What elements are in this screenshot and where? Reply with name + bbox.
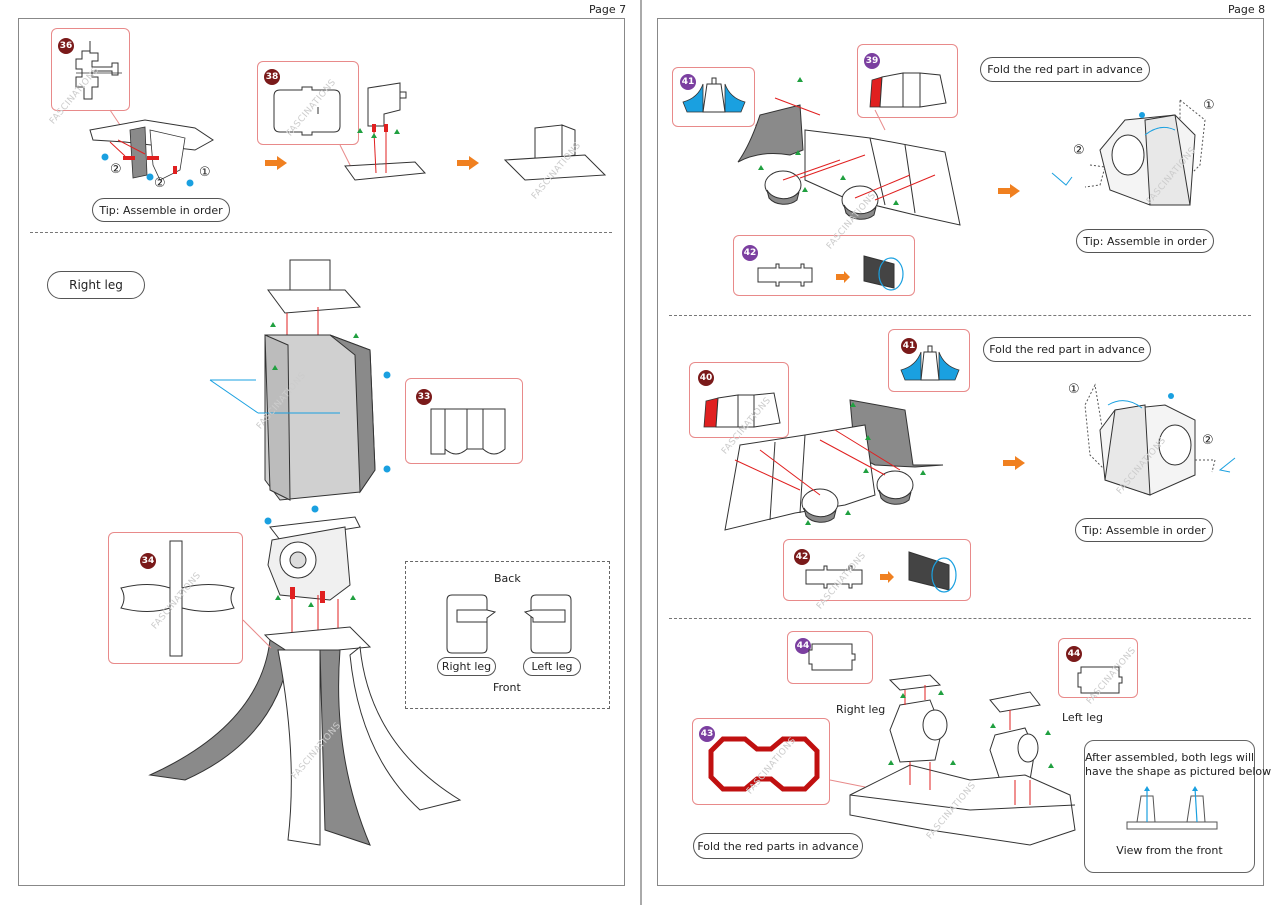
page-divider <box>640 0 642 905</box>
callout-34-pointer <box>242 619 272 649</box>
part-number-badge: 33 <box>416 389 432 405</box>
part-number-badge: 44 <box>795 638 811 654</box>
section-divider <box>669 315 1251 316</box>
part-44-diagram <box>1077 666 1123 694</box>
callout-part-38: 38 <box>257 61 359 145</box>
part-39-diagram <box>869 72 947 108</box>
order-mark: ① <box>1068 382 1080 397</box>
part-number-badge: 38 <box>264 69 280 85</box>
callout-part-44-left: 44 <box>1058 638 1138 698</box>
arrow-right-icon <box>265 156 287 170</box>
section1-assembly-diagram <box>737 77 961 226</box>
part-number-badge: 42 <box>794 549 810 565</box>
page-number-right: Page 8 <box>1228 3 1266 16</box>
order-mark: ② <box>1073 143 1085 158</box>
part-number-badge: 41 <box>680 74 696 90</box>
front-view-diagram <box>1126 786 1218 830</box>
section-title-right-leg: Right leg <box>47 271 145 299</box>
tip-assemble-in-order: Tip: Assemble in order <box>1076 229 1214 253</box>
right-leg-orientation-diagram <box>446 594 497 654</box>
tip-assemble-in-order: Tip: Assemble in order <box>92 198 230 222</box>
note-fold-red-parts: Fold the red parts in advance <box>693 833 863 859</box>
callout-part-42: 42 <box>783 539 971 601</box>
part-number-badge: 44 <box>1066 646 1082 662</box>
section-divider <box>30 232 612 233</box>
callout-part-41: 41 <box>888 329 970 392</box>
part-number-badge: 39 <box>864 53 880 69</box>
order-mark: ① <box>1203 98 1215 113</box>
part-41-diagram <box>682 77 746 113</box>
part-number-badge: 41 <box>901 338 917 354</box>
label-back: Back <box>494 572 521 585</box>
callout-part-43: 43 <box>692 718 830 805</box>
callout-part-33: 33 <box>405 378 523 464</box>
section-divider <box>669 618 1251 619</box>
part-42-diagram <box>757 255 904 291</box>
info-text-line1: After assembled, both legs will <box>1085 751 1255 764</box>
note-fold-red-part: Fold the red part in advance <box>980 57 1150 82</box>
right-page-frame <box>657 18 1264 886</box>
part-43-diagram <box>708 736 820 792</box>
label-right-leg: Right leg <box>437 657 496 676</box>
label-right-leg: Right leg <box>836 703 886 716</box>
section1-result-diagram <box>1051 98 1206 206</box>
part-number-badge: 36 <box>58 38 74 54</box>
part-number-badge: 43 <box>699 726 715 742</box>
order-mark: ② <box>110 162 122 177</box>
section2-result-diagram <box>1084 383 1236 496</box>
step-38-result-diagram <box>503 124 607 181</box>
order-mark: ① <box>199 165 211 180</box>
left-page-frame <box>18 18 625 886</box>
part-number-badge: 40 <box>698 370 714 386</box>
part-44-diagram <box>808 643 856 671</box>
section3-assembly-diagram <box>829 674 1076 846</box>
part-number-badge: 42 <box>742 245 758 261</box>
info-box-legs-shape: After assembled, both legs will have the… <box>1084 740 1272 873</box>
callout-part-41: 41 <box>672 67 755 127</box>
part-34-diagram <box>120 540 235 657</box>
part-40-diagram <box>703 392 781 428</box>
note-fold-red-part: Fold the red part in advance <box>983 337 1151 362</box>
part-number-badge: 34 <box>140 553 156 569</box>
callout-part-39: 39 <box>857 44 958 118</box>
tip-assemble-in-order: Tip: Assemble in order <box>1075 518 1213 542</box>
info-caption: View from the front <box>1116 844 1223 857</box>
left-leg-orientation-diagram <box>523 594 572 654</box>
arrow-right-icon <box>998 184 1020 198</box>
info-text-line2: have the shape as pictured below <box>1085 765 1272 778</box>
callout-part-44-right: 44 <box>787 631 873 684</box>
callout-part-34: 34 <box>108 532 243 664</box>
page-number-left: Page 7 <box>589 3 627 16</box>
step-38-assembly-diagram <box>339 82 427 181</box>
step-36-assembly-diagram <box>89 109 214 187</box>
callout-part-36: 36 <box>51 28 130 111</box>
arrow-right-icon <box>457 156 479 170</box>
part-41-diagram <box>900 345 960 381</box>
part-33-diagram <box>430 408 506 455</box>
order-mark: ② <box>154 176 166 191</box>
label-front: Front <box>493 681 521 694</box>
section2-assembly-diagram <box>724 399 944 531</box>
part-36-diagram <box>75 41 122 100</box>
right-leg-assembly-diagram <box>148 259 462 846</box>
order-mark: ② <box>1202 433 1214 448</box>
callout-part-42: 42 <box>733 235 915 296</box>
orientation-legend-box: Back Right leg Left leg Front <box>405 561 610 709</box>
part-38-diagram <box>273 86 341 136</box>
callout-part-40: 40 <box>689 362 789 438</box>
label-left-leg: Left leg <box>1062 711 1103 724</box>
label-left-leg: Left leg <box>523 657 581 676</box>
part-42-diagram <box>805 551 957 593</box>
arrow-right-icon <box>1003 456 1025 470</box>
